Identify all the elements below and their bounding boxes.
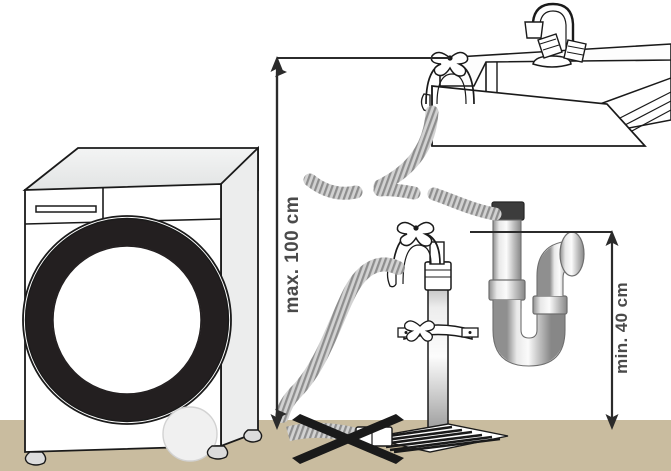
siphon-u-bend <box>493 300 565 367</box>
dimension-min-height <box>470 230 619 430</box>
hose-standpipe-tail <box>275 385 303 423</box>
siphon <box>488 201 585 367</box>
filter-hatch[interactable] <box>162 406 218 462</box>
hose-sink-segment <box>373 105 439 193</box>
faucet-spout <box>531 2 575 60</box>
dimension-label-max-height: max. 100 cm <box>282 196 303 314</box>
detergent-drawer-handle[interactable] <box>35 205 97 213</box>
prohibition-x-mark <box>292 414 404 464</box>
hose-siphon-segment <box>427 187 502 221</box>
faucet-handle-hot[interactable] <box>537 33 563 59</box>
siphon-wall-flange <box>559 231 585 277</box>
cable-tie-bracket <box>404 320 435 342</box>
hose-to-sink <box>303 105 439 200</box>
kitchen-sink <box>420 2 671 147</box>
door-gasket-ring <box>25 218 229 422</box>
hose-sink-segment-mid <box>303 173 363 200</box>
machine-foot-rear <box>243 429 263 443</box>
faucet-handle-cold[interactable] <box>563 39 587 63</box>
dimension-max-height <box>270 56 450 430</box>
standpipe-collar <box>424 261 452 291</box>
machine-foot-right <box>206 445 229 460</box>
drainboard-groove-2 <box>624 100 671 126</box>
drainboard-groove-1 <box>619 91 671 119</box>
hose-to-siphon <box>373 183 502 221</box>
siphon-outlet-nut <box>532 295 568 315</box>
machine-foot-left <box>24 451 47 466</box>
door-gasket-outline <box>24 217 230 423</box>
washing-machine <box>22 145 263 466</box>
grate-slats <box>373 425 501 454</box>
siphon-u-bend-outline <box>492 300 566 367</box>
standpipe-collar-line <box>425 269 451 278</box>
door-glass[interactable] <box>52 245 202 395</box>
hook-standpipe <box>386 221 441 288</box>
hose-hook-arch-sink-inner <box>436 73 467 105</box>
floor-drain <box>367 423 509 454</box>
faucet-aerator <box>524 21 544 39</box>
hose-standpipe-curve <box>289 257 405 399</box>
drainboard-groove-3 <box>629 109 671 133</box>
hose-siphon-segment-far <box>373 183 421 200</box>
siphon-union-nut <box>488 279 526 301</box>
dimension-label-min-height: min. 40 cm <box>612 282 631 374</box>
cable-tie-standpipe <box>396 221 435 247</box>
faucet-spout-inner <box>539 10 567 60</box>
